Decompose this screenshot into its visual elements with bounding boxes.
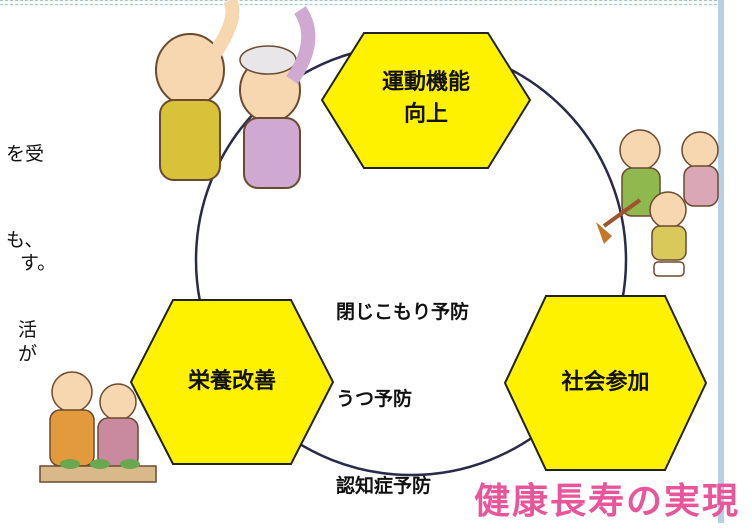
hexagon-label-exercise: 運動機能 向上 [381,70,470,127]
hexagon-label-nutrition: 栄養改善 [187,369,276,394]
exercising-seniors-illustration [155,0,316,189]
right-margin [724,0,752,523]
hexagon-nutrition [129,299,335,465]
hexagon-social [503,295,708,471]
prevention-item: 認知症予防 [336,475,432,497]
right-border [718,0,724,523]
top-border [0,0,722,5]
dining-seniors-illustration [39,371,157,483]
left-text-fragment-5: が [18,343,38,365]
prevention-list: 閉じこもり予防 うつ予防 認知症予防 [336,240,469,530]
left-text-fragment-1: を受 [6,143,45,165]
prevention-item: 閉じこもり予防 [336,301,470,323]
prevention-item: うつ予防 [336,388,413,410]
left-text-fragment-4: 活 [18,319,38,341]
volunteering-seniors-illustration [596,129,719,277]
left-text-fragment-3: す。 [20,252,57,274]
hexagon-label-social: 社会参加 [561,370,650,395]
slogan-title: 健康長寿の実現 [474,481,741,522]
left-text-fragment-2: も、 [6,229,44,251]
hexagon-exercise [320,32,532,169]
